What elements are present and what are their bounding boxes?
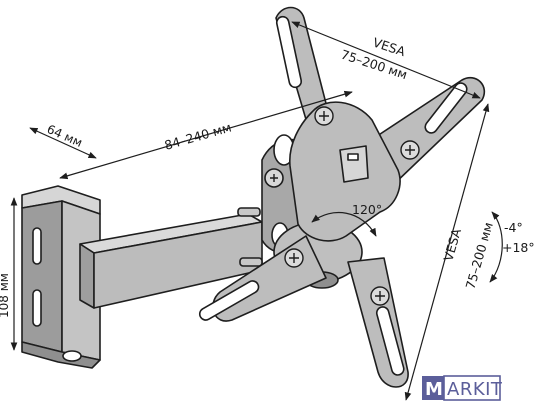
brand-logo: M ARKIT [422,375,503,401]
tilt-up-label: -4° [504,220,523,235]
extension-dimension [59,90,353,180]
dimension-lines [10,21,503,401]
vesa-cross-plate [198,6,486,388]
depth-label: 64 мм [45,122,85,150]
height-label: 108 мм [0,273,11,318]
brand-rest: ARKIT [447,379,503,400]
vesa-side-title: VESA [440,226,464,262]
extension-label: 84–240 мм [163,119,233,152]
depth-dimension [29,127,97,159]
wall-plate [21,185,101,369]
vesa-side-dimension [404,103,490,401]
tilt-arc [489,211,503,283]
tilt-down-label: +18° [502,240,534,255]
rotation-label: 120° [352,202,382,217]
vesa-top-dimension [291,21,481,99]
brand-first-letter: M [425,379,443,400]
rotation-arc [311,211,377,237]
